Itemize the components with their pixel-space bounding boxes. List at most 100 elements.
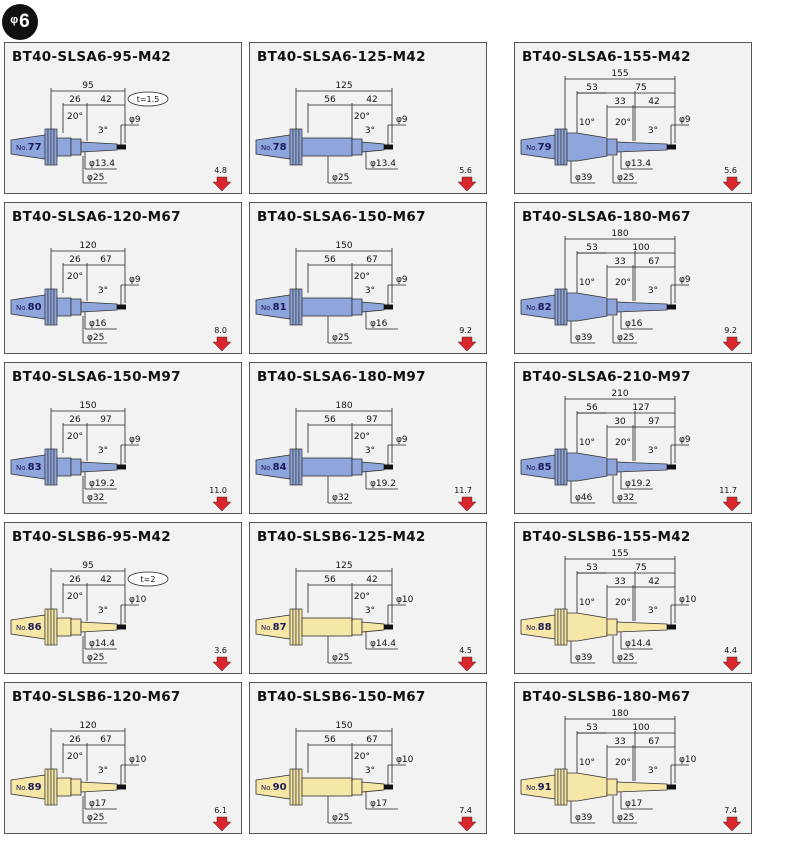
tool-number: No.90 — [261, 782, 287, 793]
taper-neck — [80, 781, 118, 793]
tool-number: No.80 — [16, 302, 42, 313]
dim-tip-diameter: φ10 — [129, 595, 147, 605]
tool-title: BT40-SLSA6-180-M97 — [257, 369, 426, 385]
tool-number: No.83 — [16, 462, 42, 473]
dim-a: 56 — [324, 255, 336, 265]
flange-ring — [295, 288, 300, 326]
dim-shank-diameter: φ25 — [332, 813, 349, 823]
tool-number-value: 82 — [538, 302, 552, 313]
collar — [70, 138, 82, 156]
taper-neck — [361, 141, 385, 153]
flange-ring — [47, 448, 52, 486]
flange-ring — [50, 128, 55, 166]
weight-value: 4.5 — [459, 646, 472, 655]
dim-a: 56 — [324, 735, 336, 745]
collar — [606, 298, 618, 316]
dim-shank-diameter: φ25 — [332, 173, 349, 183]
dim-tip-diameter: φ10 — [396, 755, 414, 765]
flange-ring — [298, 768, 303, 806]
dim-mid-diameter: φ19.2 — [370, 479, 396, 489]
dim-b: 42 — [100, 575, 111, 585]
tool-number-prefix: No. — [526, 144, 538, 152]
tool-number-prefix: No. — [526, 784, 538, 792]
thickness-value: t=2 — [141, 575, 156, 584]
tool-number-prefix: No. — [261, 144, 273, 152]
down-arrow-icon — [457, 176, 477, 192]
dim-overall-length: 210 — [611, 389, 628, 399]
taper-neck — [361, 621, 385, 633]
flange-ring — [563, 288, 568, 326]
collar — [351, 298, 363, 316]
dim-overall-length: 95 — [82, 81, 93, 91]
dim-tip-diameter: φ9 — [396, 275, 408, 285]
tool-number-value: 80 — [28, 302, 42, 313]
flange-ring — [295, 768, 300, 806]
tool-title: BT40-SLSA6-120-M67 — [12, 209, 181, 225]
angle-20: 20° — [354, 752, 370, 762]
angle-10: 10° — [579, 758, 595, 768]
cutting-tip — [384, 304, 393, 310]
dim-shank-diameter: φ25 — [617, 333, 634, 343]
dim-tip-diameter: φ9 — [129, 275, 141, 285]
dim-b: 67 — [100, 735, 111, 745]
flange-ring — [292, 288, 297, 326]
tool-number: No.86 — [16, 622, 42, 633]
thickness-value: t=1.5 — [137, 95, 160, 104]
collar — [351, 138, 363, 156]
flange-ring — [289, 768, 294, 806]
dim-b: 97 — [366, 415, 377, 425]
tool-number: No.82 — [526, 302, 552, 313]
tool-number: No.84 — [261, 462, 287, 473]
taper-neck — [616, 781, 668, 793]
taper-neck — [616, 301, 668, 313]
weight-value: 6.1 — [214, 806, 227, 815]
dim-b: 42 — [648, 577, 659, 587]
tool-number: No.81 — [261, 302, 287, 313]
dim-tip-diameter: φ9 — [679, 115, 691, 125]
flange-ring — [53, 608, 58, 646]
tool-title: BT40-SLSA6-180-M67 — [522, 209, 691, 225]
dim-tip-diameter: φ9 — [396, 115, 408, 125]
tool-number-value: 81 — [273, 302, 287, 313]
cutting-tip — [667, 464, 676, 470]
dim-overall-length: 180 — [611, 229, 628, 239]
flange-ring — [44, 128, 49, 166]
tool-number: No.79 — [526, 142, 552, 153]
dim-b: 67 — [648, 737, 659, 747]
dim-a: 53 — [586, 563, 597, 573]
cutting-tip — [117, 624, 126, 630]
angle-taper: 3° — [365, 766, 375, 776]
angle-20: 20° — [615, 758, 631, 768]
dim-overall-length: 120 — [79, 721, 96, 731]
thickness-tag — [127, 571, 169, 587]
dim-b: 42 — [100, 95, 111, 105]
taper-neck — [361, 781, 385, 793]
dim-a2: 75 — [635, 83, 646, 93]
dim-overall-length: 150 — [79, 401, 96, 411]
collar — [70, 618, 82, 636]
taper-neck — [361, 461, 385, 473]
down-arrow-icon — [722, 816, 742, 832]
dim-a: 56 — [324, 575, 336, 585]
dim-mid-diameter: φ19.2 — [625, 479, 651, 489]
body-big — [566, 452, 608, 482]
